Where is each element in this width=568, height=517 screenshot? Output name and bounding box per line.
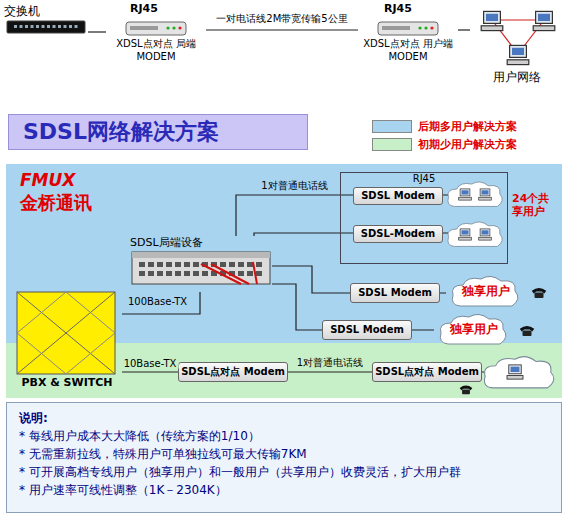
notes-heading: 说明: — [19, 409, 549, 427]
node-text: RJ45 — [341, 173, 507, 186]
text-label: RJ45 — [130, 2, 158, 15]
note-item: * 无需重新拉线，特殊用户可单独拉线可最大传输7KM — [19, 445, 549, 463]
connector-line — [88, 31, 106, 32]
text-label: 独享用户 — [450, 322, 498, 336]
node-text: SDSL-Modem — [354, 226, 442, 242]
dslam-device: SDSL局端设备 — [130, 236, 272, 292]
connector-label: 1对普通电话线 — [295, 356, 365, 370]
node-text: SDSL点对点 Modem — [373, 363, 481, 381]
dslam-device-icon — [130, 250, 272, 286]
node-text: SDSL Modem — [354, 188, 442, 204]
connector-line — [122, 292, 200, 314]
connector-line — [458, 29, 470, 30]
connector-line — [206, 29, 358, 30]
node-text: XDSL点对点 用户端 MODEM — [358, 38, 458, 63]
node-text: SDSL局端设备 — [130, 236, 272, 250]
switch-device: 交换机 — [4, 4, 88, 48]
connector-label: 一对电话线2M带宽传输5公里 — [214, 12, 349, 26]
connector-line — [288, 371, 372, 372]
node-text: 交换机 — [4, 4, 88, 19]
modem-box: XDSL点对点 用户端 MODEM — [358, 18, 458, 74]
note-item: * 用户速率可线性调整（1K－2304K） — [19, 481, 549, 499]
legend-text: 初期少用户解决方案 — [418, 137, 517, 152]
pbx-switch-icon — [12, 290, 122, 376]
diagram-title: SDSL网络解决方案 — [8, 114, 308, 150]
node-text: SDSL Modem — [351, 284, 439, 302]
text-label: 24个共享用户 — [512, 192, 560, 218]
pbx-switch: PBX & SWITCH — [12, 290, 122, 396]
modem-box: SDSL-Modem — [353, 225, 443, 243]
text-label: RJ45 — [384, 2, 412, 15]
modem-box: SDSL点对点 Modem — [178, 362, 288, 382]
node-text: 用户网络 — [470, 70, 564, 85]
modem-box-icon — [358, 18, 458, 38]
modem-box-icon — [106, 18, 206, 38]
connector-label: 1对普通电话线 — [259, 179, 329, 193]
modem-box: SDSL Modem — [350, 283, 440, 303]
connector-label: 10Base-TX — [122, 358, 179, 369]
note-item: * 每线用户成本大大降低（传统方案的1/10） — [19, 427, 549, 445]
connector-line — [272, 284, 322, 330]
user-network: 用户网络 — [470, 4, 564, 92]
modem-box: XDSL点对点 局端MODEM — [106, 18, 206, 74]
connector-line — [254, 233, 353, 236]
text-label: 金桥通讯 — [20, 192, 92, 214]
connector-line — [236, 195, 353, 236]
notes-box: 说明:* 每线用户成本大大降低（传统方案的1/10）* 无需重新拉线，特殊用户可… — [6, 402, 562, 513]
legend-text: 后期多用户解决方案 — [418, 119, 517, 134]
switch-device-icon — [4, 19, 88, 35]
text-label: 独享用户 — [462, 284, 510, 298]
legend-swatch — [372, 138, 412, 151]
modem-box: SDSL点对点 Modem — [372, 362, 482, 382]
modem-box: SDSL Modem — [353, 187, 443, 205]
node-text: SDSL点对点 Modem — [179, 363, 287, 381]
legend-swatch — [372, 120, 412, 133]
shared-user-clouds — [442, 182, 502, 247]
node-text: XDSL点对点 局端MODEM — [106, 38, 206, 63]
text-label: 100Base-TX — [128, 296, 187, 308]
connector-line — [122, 371, 178, 372]
node-text: SDSL Modem — [323, 321, 411, 339]
text-label: FMUX — [20, 170, 75, 190]
user-network-art — [481, 11, 555, 64]
modem-box: SDSL Modem — [322, 320, 412, 340]
note-item: * 可开展高档专线用户（独享用户）和一般用户（共享用户）收费灵活，扩大用户群 — [19, 463, 549, 481]
node-text: PBX & SWITCH — [12, 376, 122, 390]
connector-line — [272, 266, 350, 293]
shared-user-group: RJ45SDSL ModemSDSL-Modem — [340, 172, 508, 264]
